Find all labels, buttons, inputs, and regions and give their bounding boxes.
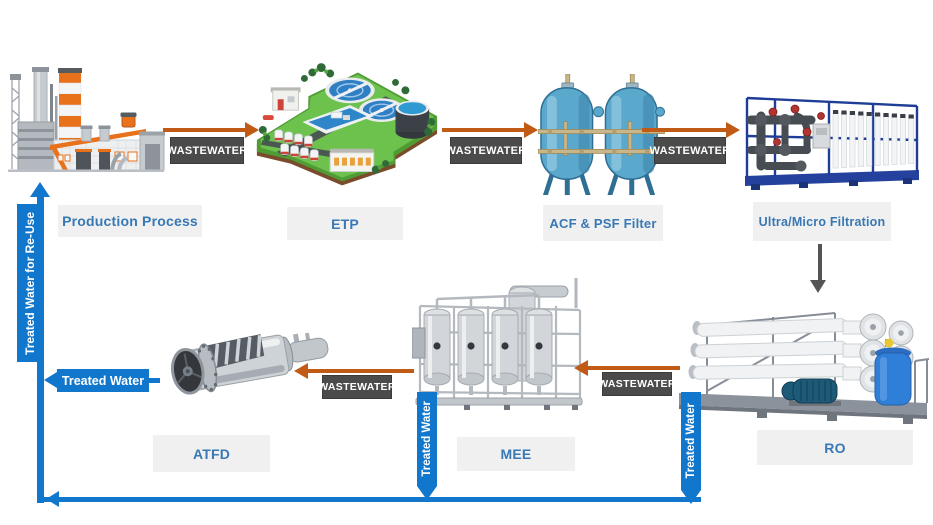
acf-psf-filter-illustration: [538, 74, 665, 196]
uf-to-ro-arrow-head: [810, 280, 826, 293]
treated-water-ro-badge-text: Treated Water: [685, 403, 697, 479]
treated-water-ro-badge: Treated Water: [681, 392, 701, 490]
wastewater-badge-5: WASTEWATER: [318, 375, 395, 399]
treated-water-reuse-badge: Treated Water for Re-Use: [17, 204, 42, 362]
treated-water-mee-badge: Treated Water: [417, 392, 437, 486]
treated-water-return-line: [39, 497, 701, 502]
atfd-illustration: [171, 332, 329, 395]
label-mee: MEE: [457, 437, 575, 471]
label-ultra-micro-filtration: Ultra/Micro Filtration: [753, 202, 891, 241]
treated-water-atfd-badge: Treated Water: [57, 369, 149, 392]
wastewater-arrow-5-head: [294, 363, 308, 379]
wastewater-arrow-2-head: [524, 122, 538, 138]
wastewater-arrow-5: [308, 369, 414, 373]
wastewater-badge-4: WASTEWATER: [598, 372, 675, 396]
label-etp: ETP: [287, 207, 403, 240]
treated-water-return-head: [46, 491, 59, 507]
ultra-micro-filtration-illustration: [745, 96, 919, 190]
wastewater-arrow-1-head: [245, 122, 259, 138]
label-acf-psf-filter: ACF & PSF Filter: [543, 205, 663, 241]
label-ro: RO: [757, 430, 913, 465]
wastewater-arrow-4: [588, 366, 680, 370]
wastewater-badge-1: WASTEWATER: [167, 137, 247, 164]
uf-to-ro-arrow: [818, 244, 822, 280]
treated-water-reuse-badge-text: Treated Water for Re-Use: [22, 211, 37, 355]
etp-illustration: [256, 63, 438, 186]
ro-illustration: [679, 312, 930, 424]
treated-water-atfd-head: [44, 372, 57, 388]
wastewater-arrow-2: [442, 128, 524, 132]
production-process-illustration: [8, 67, 165, 172]
wastewater-arrow-3-head: [726, 122, 740, 138]
wastewater-badge-2: WASTEWATER: [446, 137, 526, 164]
wastewater-badge-3: WASTEWATER: [650, 137, 730, 164]
treated-water-mee-head: [417, 486, 437, 500]
wastewater-arrow-3: [642, 128, 726, 132]
label-production-process: Production Process: [58, 205, 202, 237]
label-atfd: ATFD: [153, 435, 270, 472]
wastewater-arrow-1: [163, 128, 245, 132]
treated-water-mee-badge-text: Treated Water: [421, 401, 433, 477]
treated-water-riser-head: [30, 182, 50, 197]
mee-illustration: [412, 278, 583, 410]
wastewater-arrow-4-head: [574, 360, 588, 376]
